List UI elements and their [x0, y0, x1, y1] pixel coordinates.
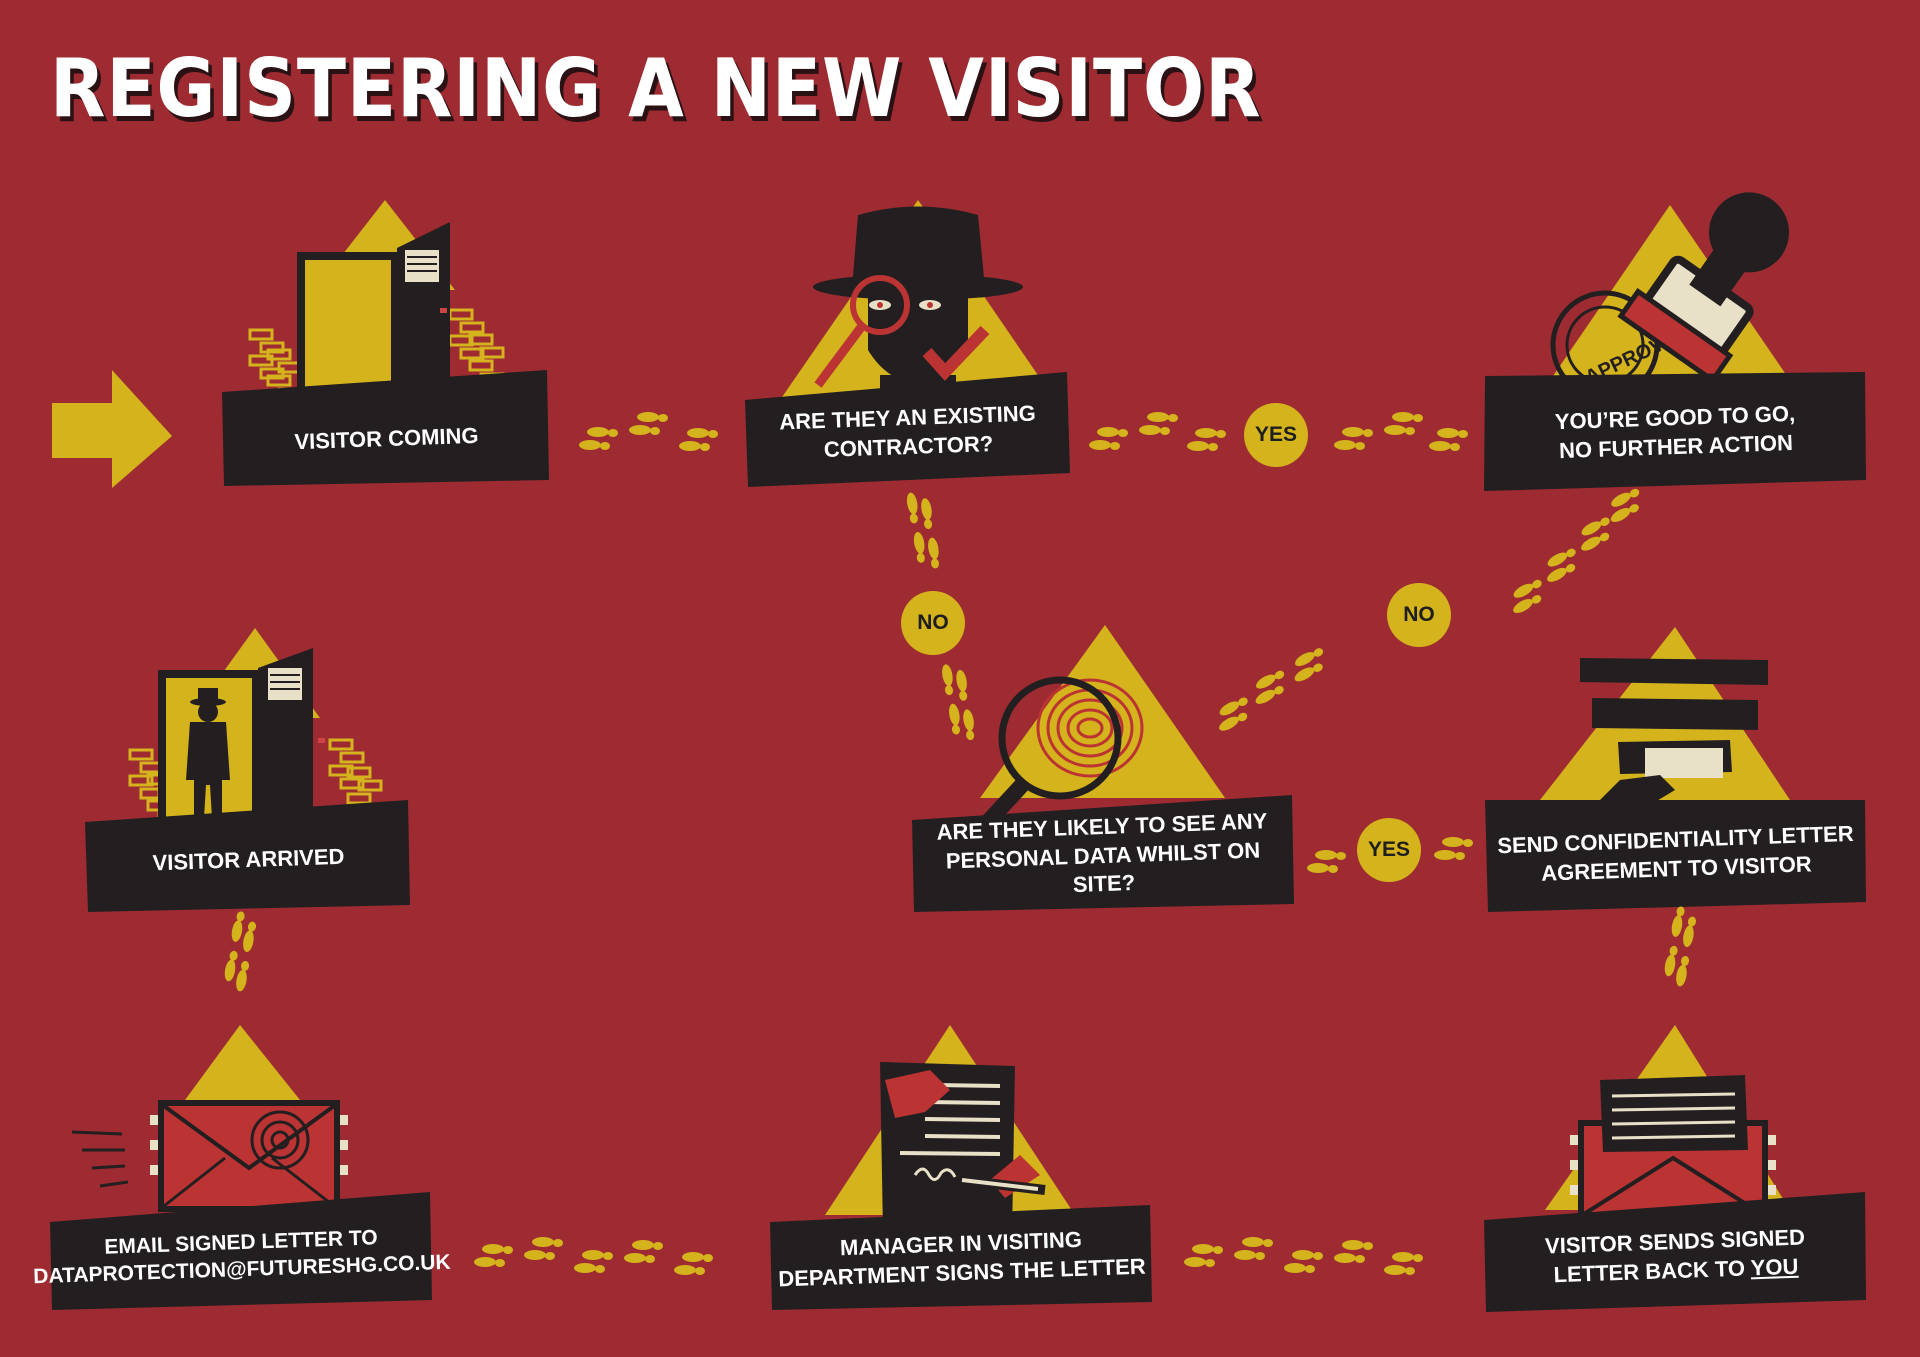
step-visitor-arrived: VISITOR ARRIVED [85, 804, 411, 915]
step-visitor-sends-line2b: YOU [1750, 1253, 1799, 1281]
step-visitor-coming-label: VISITOR COMING [293, 422, 479, 454]
step-visitor-coming: VISITOR COMING [223, 389, 551, 488]
approved-stamp-icon: APPROV [1540, 192, 1800, 400]
step-visitor-arrived-label: VISITOR ARRIVED [152, 843, 345, 876]
spy-magnifier-icon [780, 200, 1055, 405]
page-title: REGISTERING A NEW VISITOR [50, 42, 1262, 135]
door-silhouette-icon [128, 628, 383, 825]
letter-hand-icon [1540, 627, 1790, 808]
envelope-letter-icon [1545, 1025, 1790, 1220]
email-envelope-icon [71, 1025, 348, 1212]
step-visitor-sends-line2a: LETTER BACK TO [1553, 1255, 1752, 1288]
decision-no-badge-2: NO [1387, 583, 1451, 647]
step-good-to-go: YOU’RE GOOD TO GO,NO FURTHER ACTION [1483, 373, 1867, 491]
signed-document-icon [825, 1025, 1075, 1235]
arrow-right-icon [52, 370, 172, 488]
decision-yes-badge: YES [1244, 403, 1308, 467]
fingerprint-magnifier-icon [979, 625, 1225, 831]
door-icon [248, 200, 505, 400]
step-personal-data-line2: PERSONAL DATA WHILST ON SITE? [945, 837, 1261, 898]
decision-yes-badge-2: YES [1357, 818, 1421, 882]
decision-no-badge: NO [901, 591, 965, 655]
